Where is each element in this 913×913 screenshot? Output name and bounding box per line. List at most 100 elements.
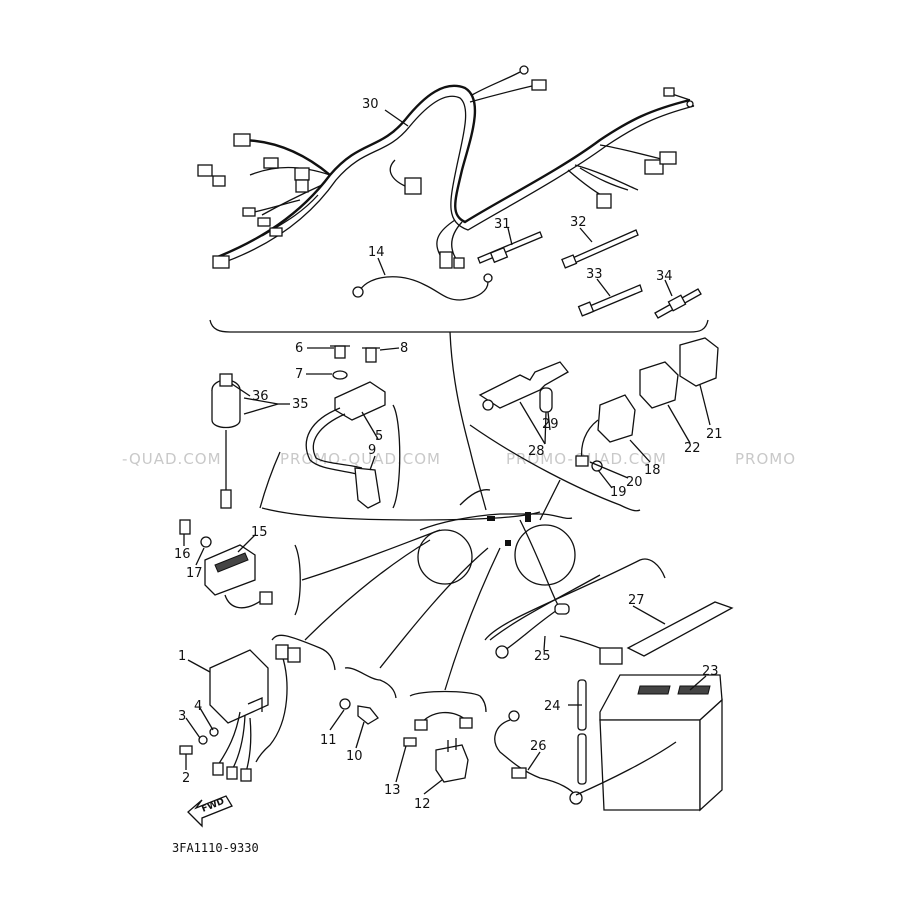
- cdi-connector-b: [287, 647, 301, 663]
- battery-lead-end-25: [495, 645, 509, 659]
- sensor-10: [357, 705, 379, 725]
- callout-26: 26: [530, 739, 547, 754]
- callout-23: 23: [702, 664, 719, 679]
- connector-4: [263, 157, 279, 169]
- callout-17: 17: [186, 566, 203, 581]
- callout-36: 36: [252, 389, 269, 404]
- relay-22: [639, 361, 679, 409]
- fuse-29: [539, 387, 553, 413]
- battery-connector: [599, 647, 623, 665]
- bolt-16: [179, 519, 191, 535]
- battery-lead-26: [511, 767, 527, 779]
- cable-ties: [477, 229, 702, 319]
- group-bracket-harness: [209, 319, 709, 333]
- callout-8: 8: [400, 341, 408, 356]
- callout-11: 11: [320, 733, 337, 748]
- connector-15: [659, 151, 677, 165]
- terminal-2: [686, 100, 694, 108]
- atv-marker-3: [505, 540, 511, 546]
- starter-relay-18: [597, 394, 636, 443]
- cable-tie-33-head: [577, 301, 595, 317]
- cdi-lead-1: [212, 762, 224, 776]
- battery-band-27: [626, 601, 734, 657]
- cdi-lead-2: [226, 766, 238, 780]
- battery-top-23: [599, 674, 723, 721]
- connector-8: [257, 217, 271, 227]
- cable-tie-32: [567, 229, 639, 266]
- cable-tie-32-head: [561, 254, 578, 269]
- cdi-group: FWD: [179, 644, 301, 828]
- cdi-lead-3: [240, 768, 252, 782]
- callout-4: 4: [194, 699, 202, 714]
- connector-16: [596, 193, 612, 209]
- callout-20: 20: [626, 475, 643, 490]
- relay-cover-21: [679, 337, 719, 387]
- callout-25: 25: [534, 649, 551, 664]
- atv-silhouette: [417, 489, 576, 586]
- connector-11: [404, 177, 422, 195]
- fwd-arrow: [187, 795, 233, 828]
- callout-19: 19: [610, 485, 627, 500]
- connector-6: [295, 179, 309, 193]
- callout-33: 33: [586, 267, 603, 282]
- cable-tie-33: [584, 284, 643, 315]
- callout-34: 34: [656, 269, 673, 284]
- callout-12: 12: [414, 797, 431, 812]
- connector-5: [294, 167, 310, 181]
- atv-marker-2: [525, 512, 531, 522]
- spark-plug-cap-9: [354, 467, 381, 509]
- battery-lead-26-terminal: [569, 791, 583, 805]
- starter-group: [403, 711, 473, 783]
- bolt-13: [403, 737, 417, 747]
- washer-3: [198, 735, 208, 745]
- callout-24: 24: [544, 699, 561, 714]
- diagram-code: 3FA1110-9330: [172, 841, 259, 855]
- callout-29: 29: [542, 417, 559, 432]
- washer-17: [200, 536, 212, 548]
- terminal-14b: [483, 273, 493, 283]
- atv-marker-1: [487, 516, 495, 521]
- leader-starter: [444, 547, 501, 691]
- connector-13: [663, 87, 675, 97]
- wire-harness: [197, 65, 695, 269]
- relay-group: [469, 337, 719, 521]
- leader-cdi: [304, 539, 431, 641]
- leader-battery-group: [489, 574, 601, 641]
- callout-5: 5: [375, 429, 383, 444]
- bolt-6: [334, 345, 346, 359]
- battery-body-23: [599, 719, 701, 811]
- cdi-unit-1: [209, 649, 269, 724]
- connector-17: [439, 251, 453, 269]
- callout-9: 9: [368, 443, 376, 458]
- callout-2: 2: [182, 771, 190, 786]
- callout-14: 14: [368, 245, 385, 260]
- connector-3: [212, 175, 226, 187]
- relay-terminal: [482, 399, 494, 411]
- cable-tie-34-head: [667, 294, 687, 312]
- leader-harness: [449, 331, 487, 511]
- callout-13: 13: [384, 783, 401, 798]
- connector-1: [233, 133, 251, 147]
- washer-4: [209, 727, 219, 737]
- callout-35: 35: [292, 397, 309, 412]
- ignition-coil-5: [334, 381, 386, 421]
- callout-10: 10: [346, 749, 363, 764]
- starter-terminal-b: [459, 717, 473, 729]
- terminal-1: [519, 65, 529, 75]
- starter-terminal-a: [414, 719, 428, 731]
- battery-breather-24b: [577, 733, 587, 785]
- callout-22: 22: [684, 441, 701, 456]
- leader-sensor: [379, 547, 489, 669]
- group-bracket-coil: [261, 507, 541, 521]
- callout-16: 16: [174, 547, 191, 562]
- watermark-text-2: PROMO-QUAD.COM: [280, 450, 441, 468]
- sensor-group: [339, 698, 379, 725]
- callout-6: 6: [295, 341, 303, 356]
- lead-wire-14: [352, 273, 493, 301]
- callout-32: 32: [570, 215, 587, 230]
- bolt-2: [179, 745, 193, 755]
- relay-connector-20: [575, 455, 589, 467]
- nut-11: [339, 698, 351, 710]
- connector-7: [242, 207, 256, 217]
